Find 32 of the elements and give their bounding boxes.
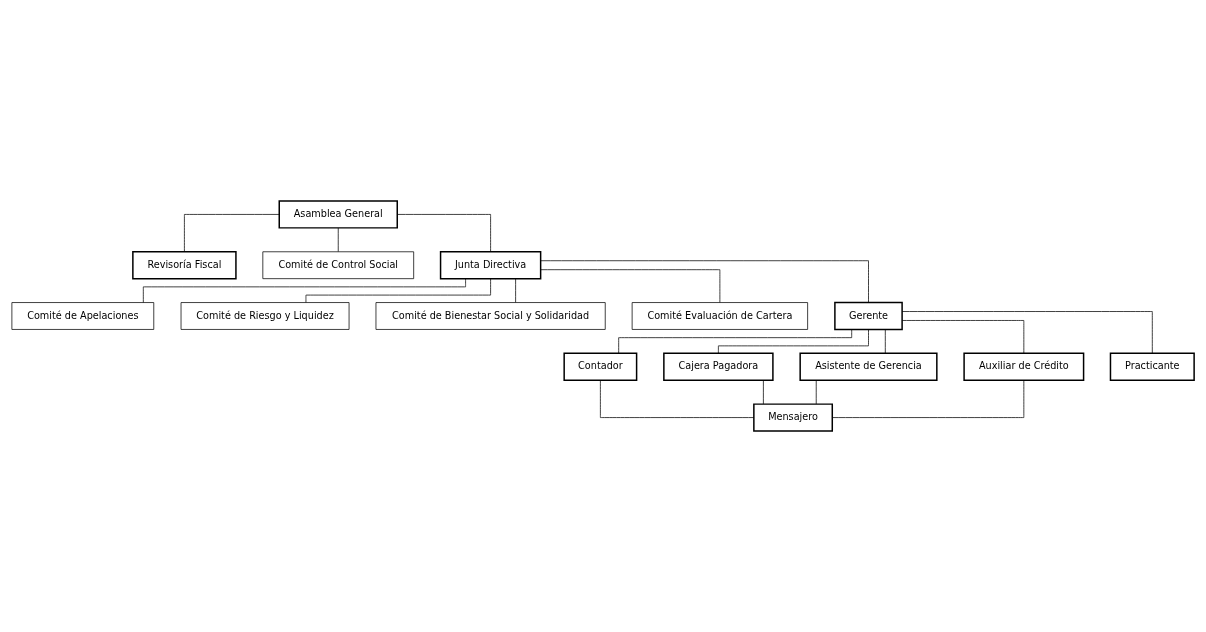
connector <box>832 380 1025 418</box>
node-box: Junta Directiva <box>439 251 542 280</box>
node-box: Auxiliar de Crédito <box>963 352 1085 381</box>
connector <box>884 329 886 354</box>
node-box: Asistente de Gerencia <box>799 352 938 381</box>
node-box: Comité de Apelaciones <box>11 302 155 330</box>
connector <box>515 278 516 303</box>
connector <box>815 380 817 405</box>
node-box: Contador <box>563 352 638 381</box>
connector <box>397 214 491 252</box>
connector <box>540 269 721 303</box>
node-box: Revisoría Fiscal <box>132 251 237 280</box>
connector <box>184 214 280 252</box>
connector <box>600 380 755 418</box>
node-box: Cajera Pagadora <box>663 352 774 381</box>
node-box: Comité Evaluación de Cartera <box>631 302 808 330</box>
node-box: Practicante <box>1109 352 1195 381</box>
node-box: Gerente <box>834 301 903 331</box>
node-box: Mensajero <box>753 403 834 432</box>
connector <box>763 380 764 405</box>
connector <box>901 311 1153 354</box>
connector <box>718 329 869 354</box>
connector <box>305 278 491 303</box>
node-box: Comité de Control Social <box>262 251 415 280</box>
node-box: Asamblea General <box>278 200 398 229</box>
connector <box>337 227 339 252</box>
connector <box>142 278 466 303</box>
connector <box>901 320 1025 354</box>
connector <box>540 260 869 303</box>
node-box: Comité de Riesgo y Liquidez <box>180 302 350 330</box>
node-box: Comité de Bienestar Social y Solidaridad <box>375 302 606 330</box>
connector <box>618 329 853 354</box>
